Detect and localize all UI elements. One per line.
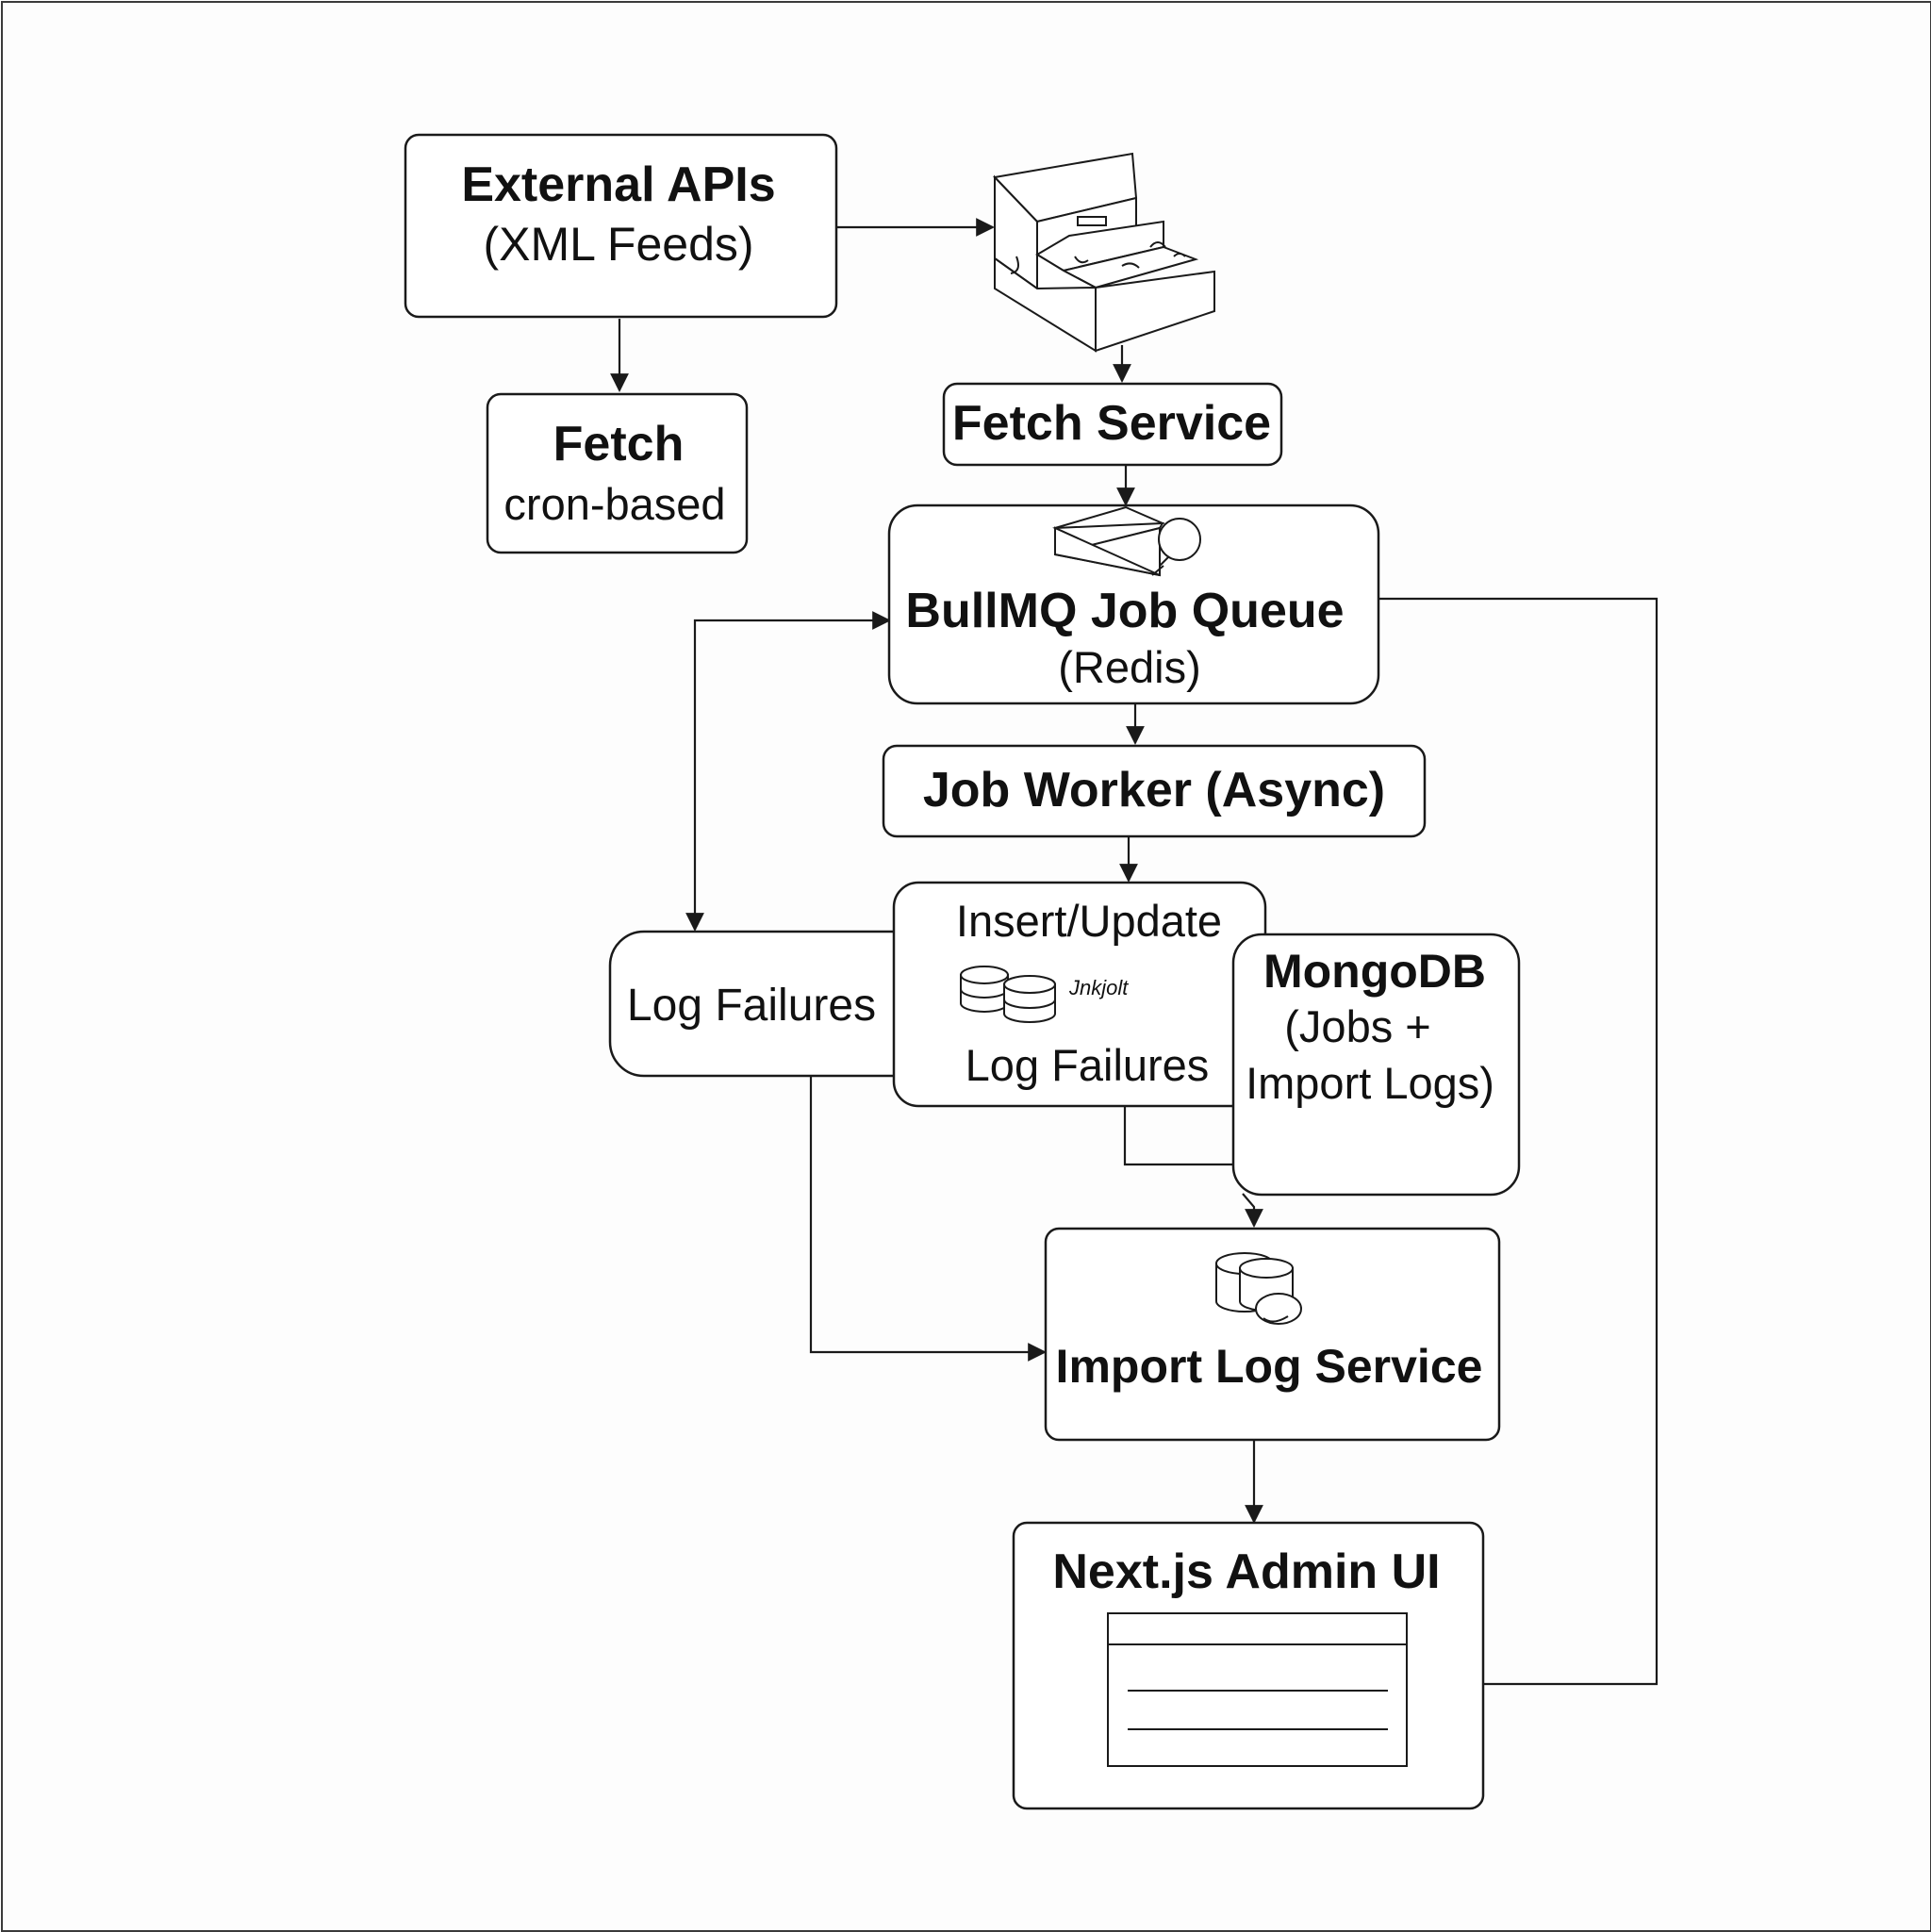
import-log-service-title: Import Log Service <box>1056 1340 1483 1393</box>
mongodb-title: MongoDB <box>1263 945 1486 998</box>
node-bullmq-queue[interactable]: BullMQ Job Queue (Redis) <box>887 504 1380 705</box>
mongodb-line2: (Jobs + <box>1284 1001 1430 1051</box>
mongodb-line3: Import Logs) <box>1246 1058 1494 1108</box>
edge-insert-update-connector <box>1123 1107 1233 1166</box>
node-job-worker[interactable]: Job Worker (Async) <box>882 744 1427 838</box>
node-admin-ui[interactable]: Next.js Admin UI <box>1012 1521 1485 1810</box>
log-failures-title: Log Failures <box>627 981 876 1031</box>
node-mongodb[interactable]: MongoDB (Jobs + Import Logs) <box>1231 933 1521 1197</box>
node-import-log-service[interactable]: Import Log Service <box>1044 1227 1501 1442</box>
node-fetch[interactable]: Fetch cron-based <box>486 392 749 554</box>
server-stack-icon <box>992 152 1215 353</box>
insert-update-subtitle: Log Failures <box>966 1040 1210 1090</box>
queue-box-icon <box>1052 505 1201 577</box>
bullmq-queue-title: BullMQ Job Queue <box>905 584 1344 638</box>
edge-log-failures-to-import-log <box>809 1076 1047 1362</box>
edge-mongodb-to-import-log <box>1242 1193 1263 1228</box>
job-worker-title: Job Worker (Async) <box>923 763 1385 817</box>
edge-queue-admin-loop <box>1378 597 1659 1686</box>
node-external-apis[interactable]: External APIs (XML Feeds) <box>404 133 838 319</box>
edge-queue-log-failures-loop <box>685 611 891 932</box>
node-insert-update[interactable]: Insert/Update Log Failures Jnkjolt <box>892 881 1267 1108</box>
external-apis-title: External APIs <box>461 157 775 212</box>
insert-update-scribble: Jnkjolt <box>1068 976 1129 999</box>
admin-window-icon <box>1107 1612 1408 1767</box>
bullmq-queue-subtitle: (Redis) <box>1058 642 1200 692</box>
fetch-title: Fetch <box>553 417 685 471</box>
fetch-service-title: Fetch Service <box>952 396 1271 451</box>
external-apis-subtitle: (XML Feeds) <box>483 218 753 271</box>
admin-ui-title: Next.js Admin UI <box>1052 1544 1440 1599</box>
database-icon <box>1215 1252 1302 1325</box>
node-fetch-service[interactable]: Fetch Service <box>942 382 1283 467</box>
insert-update-title: Insert/Update <box>956 896 1222 946</box>
fetch-subtitle: cron-based <box>503 479 725 529</box>
node-log-failures[interactable]: Log Failures <box>608 930 942 1078</box>
database-stack-icon <box>960 966 1056 1023</box>
